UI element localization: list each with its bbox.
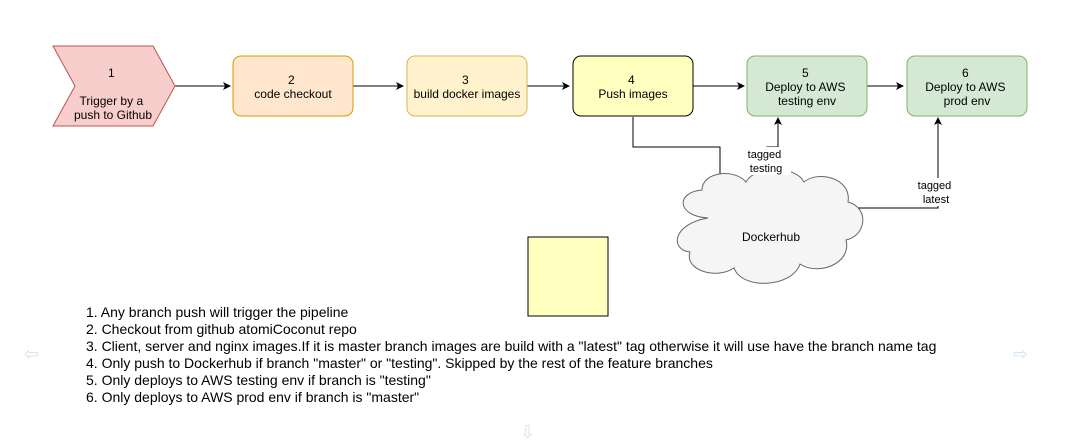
svg-text:4 Push images: 4 Push images xyxy=(598,73,667,101)
step-1-line-4: push to Github xyxy=(74,108,152,122)
svg-text:6 Deploy to AWS pr: 6 Deploy to AWS prod env xyxy=(925,66,1009,108)
tagged-testing-line-2: testing xyxy=(750,163,782,175)
arrow-left-icon[interactable]: ⇦ xyxy=(24,344,40,365)
step-1-shape xyxy=(52,45,176,127)
step-2-line-1: 2 xyxy=(288,73,295,87)
step-1-line-3: Trigger by a xyxy=(80,94,144,108)
note-item-2: 2. Checkout from github atomiCoconut rep… xyxy=(86,321,357,337)
svg-text:tagged latest: tagged latest xyxy=(918,180,955,206)
tagged-latest-line-1: tagged xyxy=(918,180,952,192)
dockerhub-cloud: Dockerhub xyxy=(676,168,864,284)
step-4-line-1: 4 xyxy=(628,73,635,87)
step-5-line-1: 5 xyxy=(802,66,809,80)
step-2-shape xyxy=(232,55,354,117)
edge-label-tagged-testing: tagged testing xyxy=(743,147,791,175)
note-item-1: 1. Any branch push will trigger the pipe… xyxy=(86,304,349,320)
step-5-line-3: testing env xyxy=(778,94,836,108)
step-6-line-3: prod env xyxy=(944,94,991,108)
notes-list: 1. Any branch push will trigger the pipe… xyxy=(86,304,936,406)
step-6-line-1: 6 xyxy=(962,66,969,80)
step-3-line-2: build docker images xyxy=(414,87,521,101)
step-5-deploy-testing: 5 Deploy to AWS testing env xyxy=(746,55,868,117)
tagged-latest-line-2: latest xyxy=(923,194,949,206)
step-5-shape xyxy=(746,55,868,117)
cloud-label: Dockerhub xyxy=(742,230,800,244)
step-2-checkout: 2 code checkout xyxy=(232,55,354,117)
cloud-shape xyxy=(676,168,864,284)
svg-text:3 build docker images: 3 build docker images xyxy=(414,73,521,101)
step-2-line-2: code checkout xyxy=(254,87,332,101)
note-item-3: 3. Client, server and nginx images.If it… xyxy=(86,338,937,354)
step-6-deploy-prod: 6 Deploy to AWS prod env xyxy=(906,55,1028,117)
svg-text:5 Deploy to AWS te: 5 Deploy to AWS testing env xyxy=(765,66,849,108)
empty-note-box xyxy=(527,236,609,317)
edge-dockerhub-6 xyxy=(853,117,942,209)
arrow-down-icon[interactable]: ⇩ xyxy=(520,422,536,443)
tagged-testing-line-1: tagged xyxy=(748,149,782,161)
step-4-push: 4 Push images xyxy=(572,55,694,117)
step-3-build: 3 build docker images xyxy=(406,55,528,117)
arrow-right-icon[interactable]: ⇨ xyxy=(1013,344,1029,365)
step-1-line-1: 1 xyxy=(108,66,115,80)
note-item-6: 6. Only deploys to AWS prod env if branc… xyxy=(86,389,420,405)
svg-text:1 Trigger by a pus: 1 Trigger by a push to Github xyxy=(74,66,152,122)
svg-text:2 code checkout: 2 code checkout xyxy=(254,73,332,101)
svg-text:tagged testing: tagged testing xyxy=(748,149,785,175)
note-item-5: 5. Only deploys to AWS testing env if br… xyxy=(86,372,431,388)
step-1-trigger: 1 Trigger by a push to Github xyxy=(52,45,176,127)
step-6-shape xyxy=(906,55,1028,117)
edge-label-tagged-latest: tagged latest xyxy=(912,178,960,206)
step-3-shape xyxy=(406,55,528,117)
step-6-line-2: Deploy to AWS xyxy=(925,80,1005,94)
step-4-shape xyxy=(572,55,694,117)
step-4-line-2: Push images xyxy=(598,87,667,101)
note-item-4: 4. Only push to Dockerhub if branch "mas… xyxy=(86,355,713,371)
step-5-line-2: Deploy to AWS xyxy=(765,80,845,94)
step-3-line-1: 3 xyxy=(462,73,469,87)
